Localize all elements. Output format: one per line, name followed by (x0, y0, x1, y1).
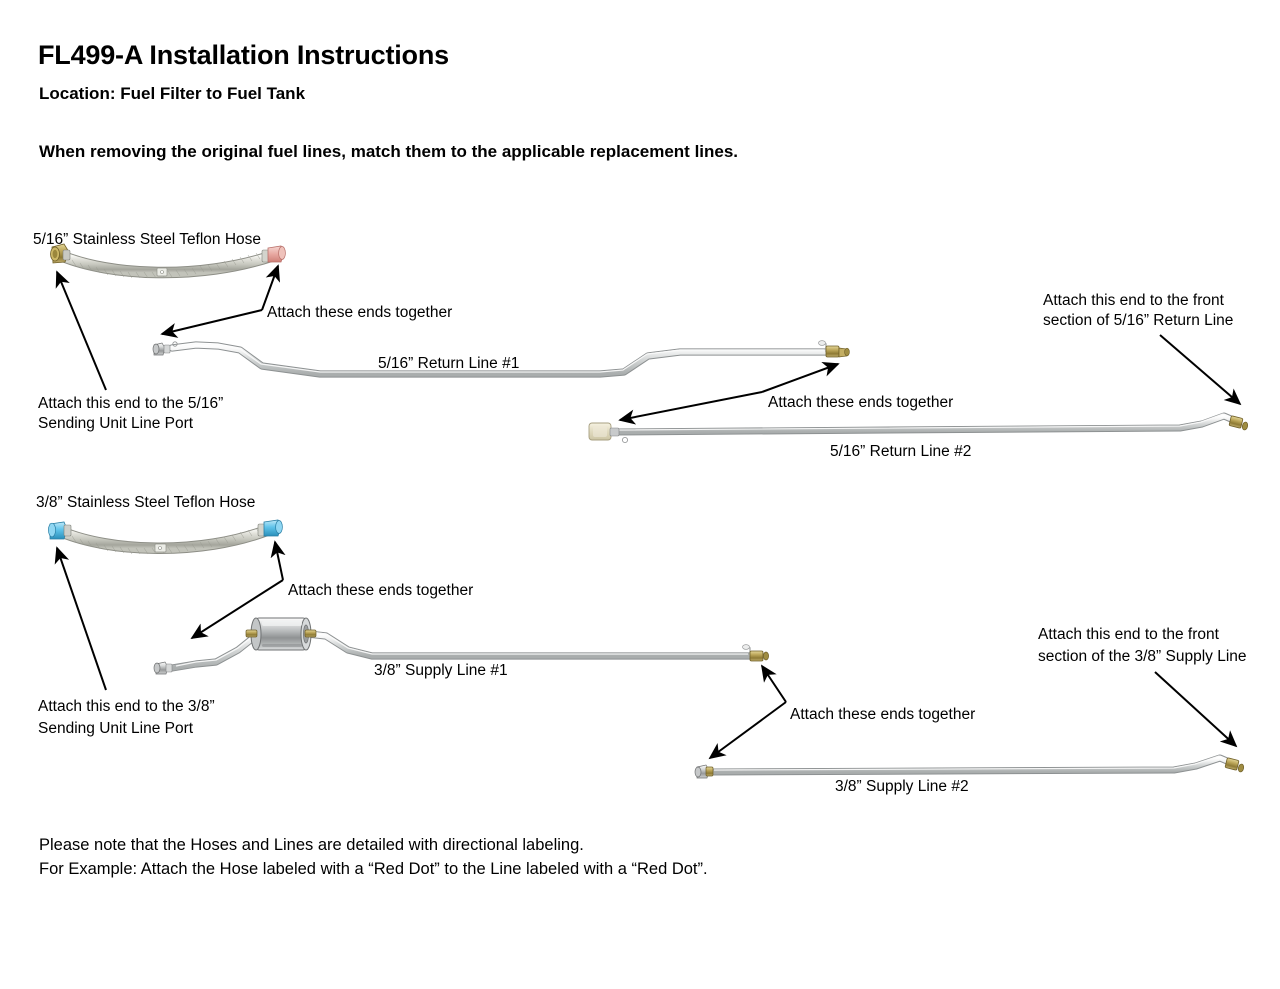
label-supply-line-2: 3/8” Supply Line #2 (835, 778, 969, 795)
arrow-return-line-2-left (618, 391, 763, 425)
page-title: FL499-A Installation Instructions (38, 40, 449, 70)
return-line-2-left-cream-fitting (588, 422, 629, 444)
annotation-attach-sending-unit-lower-line2: Sending Unit Line Port (38, 720, 194, 737)
return-line-2-right-fitting (1228, 415, 1249, 431)
arrow-supply-line-2-right (1154, 671, 1238, 748)
arrow-return-line-1-right (761, 362, 840, 393)
hose-3-8-right-blue-dot-fitting (257, 519, 283, 537)
hose-3-8-left-blue-dot-fitting (48, 521, 72, 540)
annotation-attach-front-section-lower-line1: Attach this end to the front (1038, 626, 1219, 643)
annotation-attach-sending-unit-upper-line2: Sending Unit Line Port (38, 415, 194, 432)
hose-5-16-right-red-dot-fitting (261, 245, 286, 263)
label-hose-3-8: 3/8” Stainless Steel Teflon Hose (36, 494, 256, 511)
label-return-line-2: 5/16” Return Line #2 (830, 443, 972, 460)
supply-line-1-left-fitting (153, 661, 173, 675)
arrow-return-line-1-left (160, 309, 263, 338)
return-line-1-right-fitting (818, 340, 850, 358)
annotation-attach-front-section-upper-line1: Attach this end to the front (1043, 292, 1224, 309)
page-subtitle-location: Location: Fuel Filter to Fuel Tank (39, 84, 306, 103)
hose-3-8-braided (48, 519, 283, 555)
arrow-hose-5-16-left (55, 270, 107, 391)
annotation-attach-sending-unit-lower-line1: Attach this end to the 3/8” (38, 698, 215, 715)
annotation-attach-sending-unit-upper-line1: Attach this end to the 5/16” (38, 395, 224, 412)
supply-line-2-right-fitting (1224, 757, 1245, 773)
annotation-attach-ends-together-lower-1: Attach these ends together (288, 582, 474, 599)
footer-note-line-1: Please note that the Hoses and Lines are… (39, 836, 584, 854)
supply-line-2-left-fitting (694, 764, 714, 779)
upper-annotation-arrows (55, 264, 1242, 425)
arrow-hose-3-8-right (270, 540, 286, 581)
return-line-1-left-fitting (152, 341, 178, 356)
inline-fuel-filter-canister (245, 617, 317, 651)
annotation-attach-ends-together-upper-1: Attach these ends together (267, 304, 453, 321)
return-line-5-16-no2 (588, 412, 1249, 444)
supply-line-1-right-fitting (742, 644, 769, 662)
label-return-line-1: 5/16” Return Line #1 (378, 355, 520, 372)
annotation-attach-front-section-upper-line2: section of 5/16” Return Line (1043, 312, 1234, 329)
annotation-attach-ends-together-lower-2: Attach these ends together (790, 706, 976, 723)
hose-5-16-braided (50, 243, 286, 279)
footer-note-line-2: For Example: Attach the Hose labeled wit… (39, 860, 708, 878)
label-hose-5-16: 5/16” Stainless Steel Teflon Hose (33, 231, 262, 248)
arrow-supply-line-2-left (708, 701, 787, 760)
arrow-supply-line-1-left (190, 579, 284, 639)
arrow-return-line-2-right (1159, 334, 1242, 406)
annotation-attach-front-section-lower-line2: section of the 3/8” Supply Line (1038, 648, 1247, 665)
supply-line-3-8-no2 (694, 754, 1245, 779)
arrow-hose-3-8-left (54, 546, 107, 691)
label-supply-line-1: 3/8” Supply Line #1 (374, 662, 508, 679)
annotation-attach-ends-together-upper-2: Attach these ends together (768, 394, 954, 411)
arrow-supply-line-1-right (761, 664, 787, 703)
page-instruction: When removing the original fuel lines, m… (39, 142, 739, 161)
